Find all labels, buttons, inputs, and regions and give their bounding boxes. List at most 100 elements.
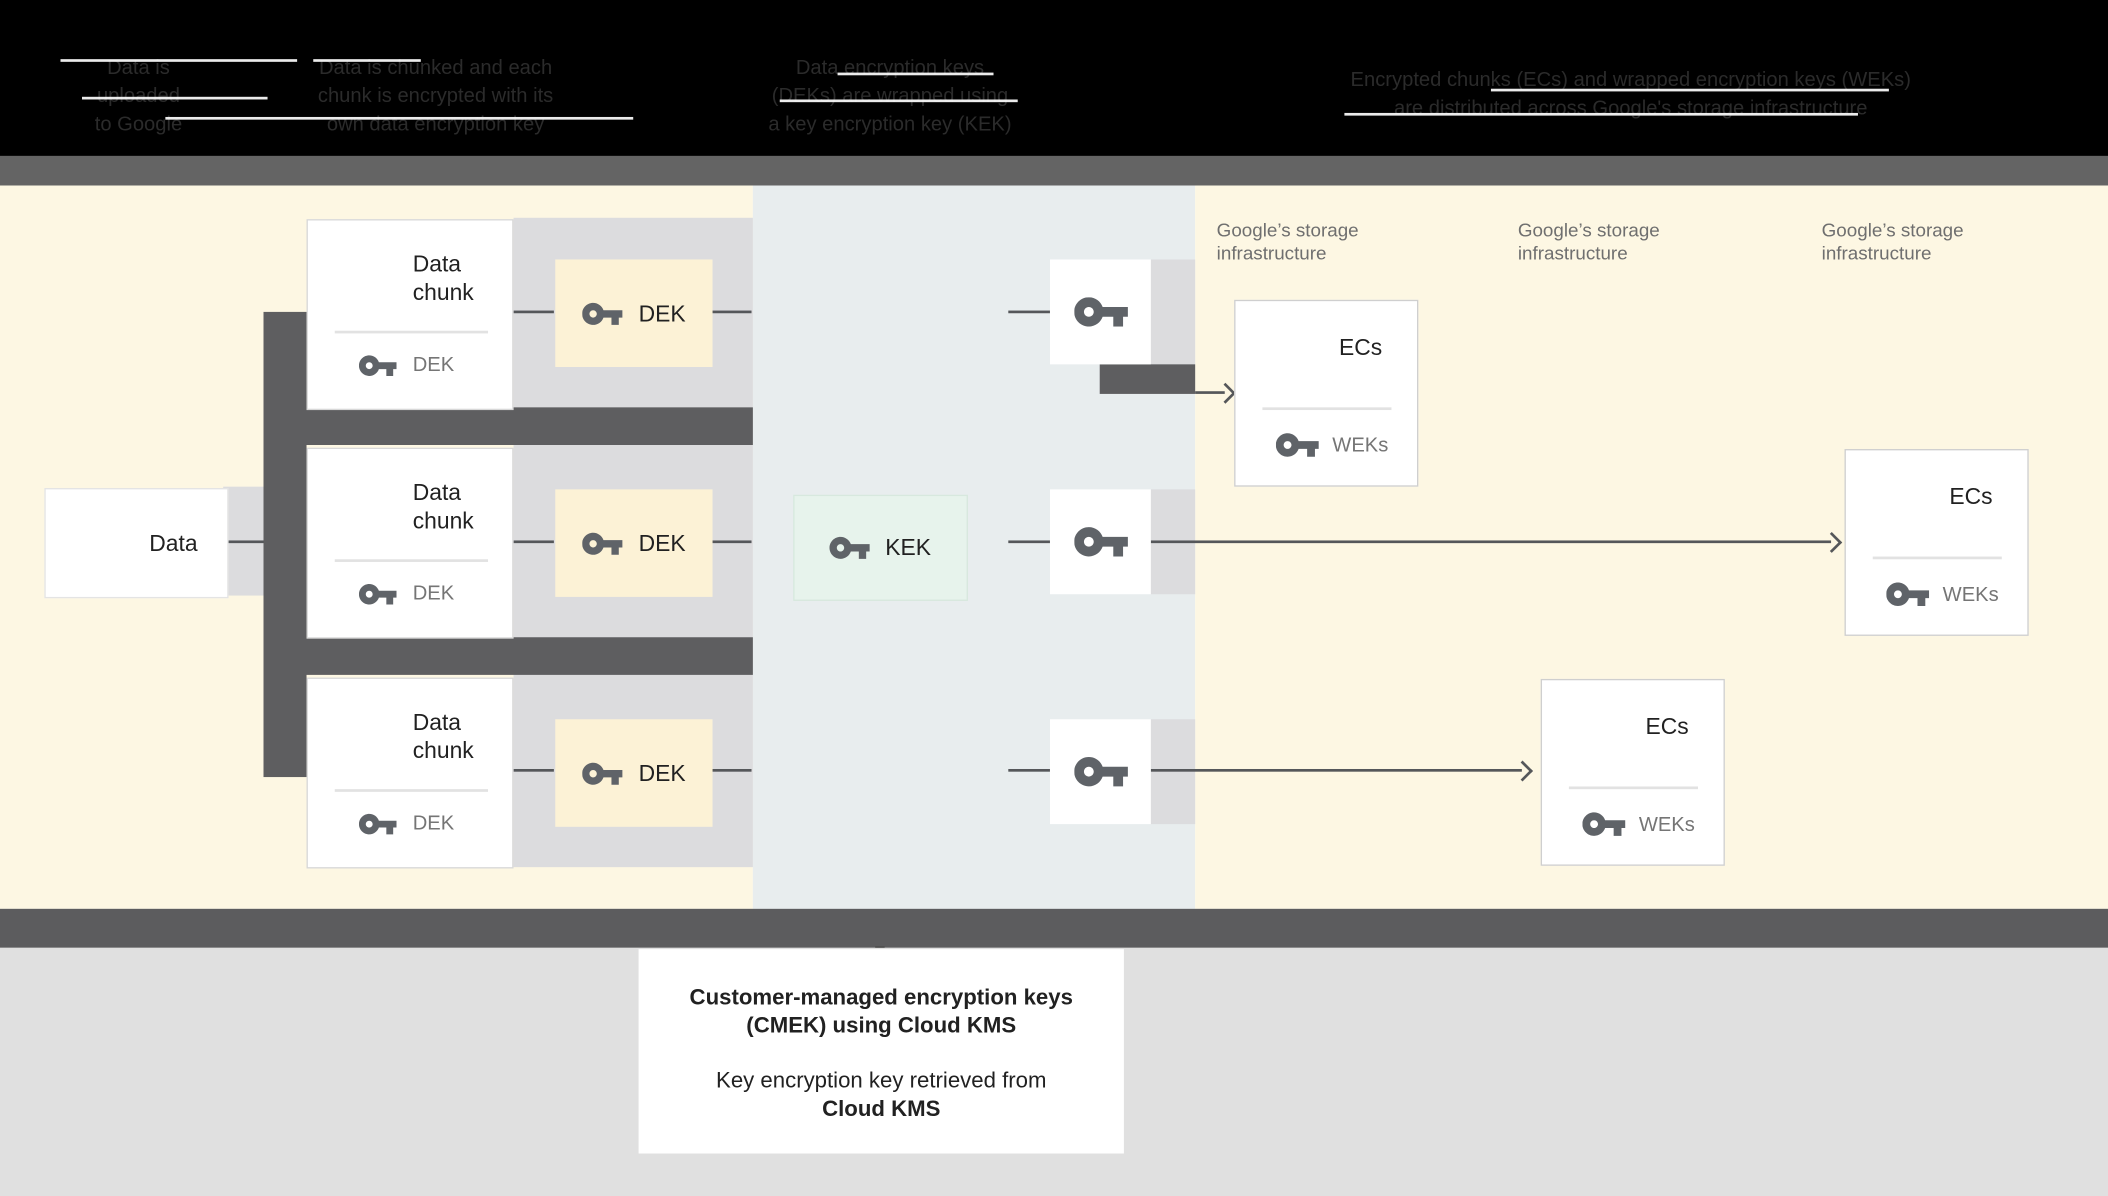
caption-line: Data is bbox=[107, 56, 170, 80]
key-icon bbox=[1074, 297, 1128, 327]
key-icon bbox=[582, 762, 622, 785]
storage-label-line: Google’s storage bbox=[1821, 219, 1964, 241]
hairline-artifact bbox=[1490, 88, 1889, 92]
hairline-artifact bbox=[1344, 112, 1858, 116]
cmek-caption-box: Customer-managed encryption keys (CMEK) … bbox=[638, 949, 1124, 1154]
card-header: Data chunk bbox=[340, 479, 512, 535]
caption-wrapped: Data encryption keys (DEKs) are wrapped … bbox=[753, 54, 1027, 139]
chunk-card-title: Data chunk bbox=[412, 479, 474, 534]
card-header: Data chunk bbox=[340, 708, 512, 764]
caption-line: Encrypted chunks (ECs) and wrapped encry… bbox=[1350, 68, 1911, 92]
connector-line bbox=[513, 310, 554, 314]
connector-line bbox=[1008, 768, 1050, 772]
arrow-line bbox=[1195, 391, 1225, 394]
card-key-row: DEK bbox=[359, 353, 455, 377]
caption-chunked: Data is chunked and each chunk is encryp… bbox=[298, 54, 572, 139]
header-band: Data is uploaded to Google Data is chunk… bbox=[0, 0, 2108, 156]
card-key-row: WEKs bbox=[1886, 582, 1999, 606]
storage-label-line: infrastructure bbox=[1216, 241, 1327, 264]
wrapping-key-box bbox=[1049, 259, 1151, 365]
caption-line: a key encryption key (KEK) bbox=[768, 112, 1012, 136]
card-divider bbox=[334, 559, 489, 562]
card-divider bbox=[1262, 407, 1392, 411]
ecs-card: ECs WEKs bbox=[1540, 678, 1725, 866]
hairline-artifact bbox=[313, 59, 421, 62]
connector-line bbox=[1008, 310, 1050, 314]
storage-label-line: Google’s storage bbox=[1216, 219, 1359, 241]
keybox-backdrop bbox=[1150, 259, 1196, 365]
branch-bar bbox=[268, 407, 753, 445]
ecs-card-title: ECs bbox=[1949, 483, 1993, 510]
keybox-backdrop bbox=[1150, 719, 1196, 825]
storage-label: Google’s storage infrastructure bbox=[1822, 219, 1964, 265]
caption-line: (DEKs) are wrapped using bbox=[771, 84, 1009, 108]
dek-box: DEK bbox=[555, 489, 713, 597]
fan-out-trunk bbox=[263, 311, 307, 778]
card-header: ECs bbox=[1878, 483, 2027, 511]
arrow-line bbox=[1150, 768, 1522, 772]
data-chunk-card: Data chunk DEK bbox=[306, 219, 514, 411]
dek-label: DEK bbox=[638, 760, 686, 786]
hairline-artifact bbox=[837, 72, 994, 76]
data-chunk-card: Data chunk DEK bbox=[306, 447, 514, 639]
ecs-card-title: ECs bbox=[1339, 334, 1383, 361]
card-divider bbox=[1568, 786, 1698, 790]
card-key-row: DEK bbox=[359, 582, 454, 605]
storage-label: Google’s storage infrastructure bbox=[1217, 219, 1359, 265]
encryption-diagram: Data Data chunk DEK Data chunk DEK bbox=[0, 185, 2108, 909]
card-divider bbox=[334, 330, 489, 334]
data-box: Data bbox=[44, 488, 229, 599]
card-header: Data chunk bbox=[340, 250, 512, 306]
ecs-card-title: ECs bbox=[1645, 713, 1689, 740]
connector-line bbox=[513, 540, 554, 544]
hairline-artifact bbox=[82, 96, 268, 100]
chunk-key-label: DEK bbox=[412, 353, 455, 377]
key-icon bbox=[359, 813, 397, 835]
storage-label-line: infrastructure bbox=[1517, 241, 1628, 264]
card-divider bbox=[1872, 556, 2002, 560]
caption-line: Data encryption keys bbox=[795, 56, 985, 80]
data-chunk-card: Data chunk DEK bbox=[306, 677, 514, 869]
chunk-key-label: DEK bbox=[412, 582, 455, 605]
kek-retrieved-line: Key encryption key retrieved from bbox=[716, 1068, 1047, 1093]
key-icon bbox=[582, 532, 622, 555]
key-icon bbox=[1276, 433, 1319, 457]
kek-box: KEK bbox=[793, 494, 968, 601]
branch-bar bbox=[268, 637, 753, 675]
connector-line bbox=[712, 310, 752, 314]
key-icon bbox=[1886, 582, 1929, 606]
caption-upload: Data is uploaded to Google bbox=[54, 54, 223, 139]
caption-line: are distributed across Google's storage … bbox=[1393, 96, 1868, 120]
key-icon bbox=[359, 354, 397, 376]
key-icon bbox=[582, 302, 622, 325]
key-icon bbox=[1582, 812, 1625, 836]
data-box-label: Data bbox=[149, 530, 198, 556]
card-key-row: WEKs bbox=[1582, 812, 1695, 836]
key-icon bbox=[830, 536, 870, 559]
connector-line bbox=[712, 540, 752, 544]
dek-label: DEK bbox=[638, 530, 686, 556]
connector-line bbox=[225, 540, 264, 544]
hairline-artifact bbox=[779, 99, 1018, 103]
ecs-card: ECs WEKs bbox=[1234, 299, 1419, 487]
dek-box: DEK bbox=[555, 719, 713, 827]
thick-arrow-bar bbox=[1099, 364, 1196, 394]
caption-line: Data is chunked and each bbox=[318, 56, 553, 80]
connector-line bbox=[1008, 540, 1050, 544]
cloud-kms-line: Cloud KMS bbox=[822, 1097, 941, 1122]
arrow-line bbox=[1150, 540, 1832, 544]
caption-line: to Google bbox=[94, 112, 183, 136]
connector-line bbox=[513, 768, 554, 772]
dek-box: DEK bbox=[555, 259, 713, 368]
card-header: ECs bbox=[1268, 333, 1417, 361]
card-key-row: DEK bbox=[359, 812, 454, 835]
storage-label-line: infrastructure bbox=[1821, 241, 1932, 264]
caption-line: uploaded bbox=[54, 82, 223, 110]
weks-label: WEKs bbox=[1638, 812, 1695, 836]
chunk-card-title: Data chunk bbox=[412, 251, 474, 306]
bottom-gray-strip bbox=[0, 908, 2108, 948]
cmek-title-line: Customer-managed encryption keys bbox=[689, 985, 1073, 1010]
kek-label: KEK bbox=[885, 535, 932, 561]
